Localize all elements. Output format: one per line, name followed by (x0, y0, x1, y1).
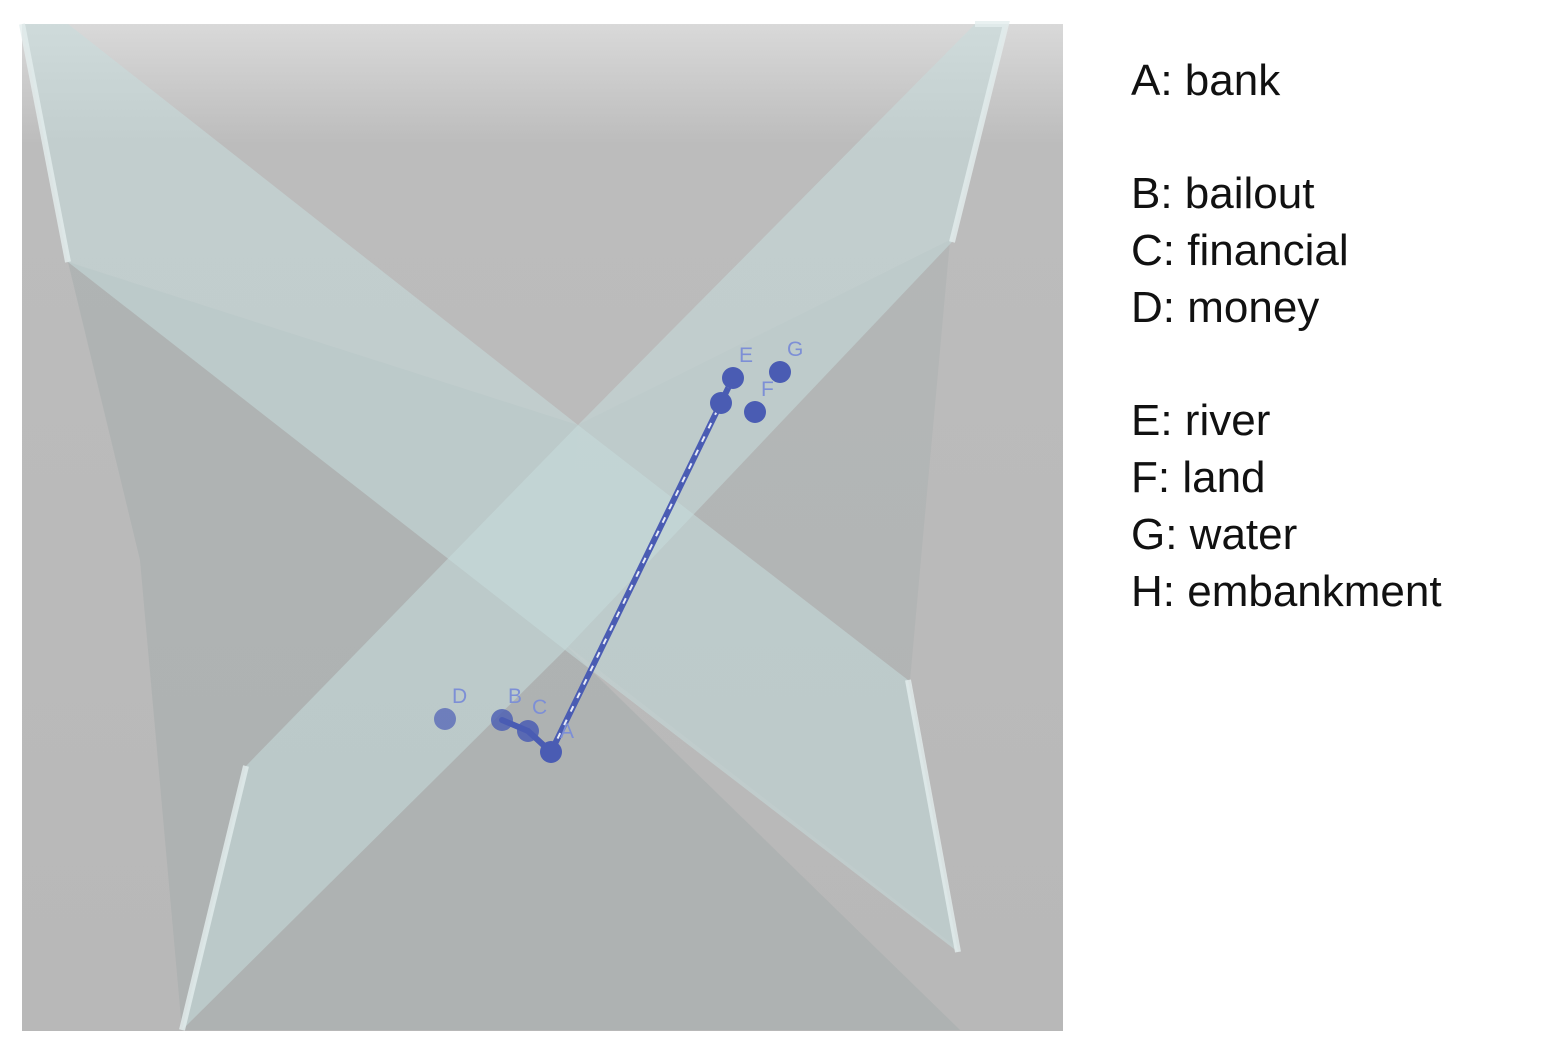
point-F[interactable]: F (744, 378, 774, 423)
svg-text:D: D (452, 685, 467, 708)
point-C[interactable]: C (517, 696, 547, 742)
plane-1 (22, 24, 958, 952)
legend-item-B: B: bailout (1131, 169, 1315, 218)
legend-item-H: H: embankment (1131, 567, 1442, 616)
svg-text:A: A (560, 720, 574, 743)
svg-text:F: F (761, 378, 774, 401)
point-A[interactable]: A (540, 720, 574, 763)
plane-2-edge-top (949, 21, 1010, 243)
legend-group-query: A: bank (1131, 52, 1551, 109)
plane-2-edge-bottom (179, 765, 249, 1031)
legend-item-G: G: water (1131, 510, 1298, 559)
svg-text:C: C (532, 696, 547, 719)
link-A-E-dash (550, 377, 734, 753)
legend-item-C: C: financial (1131, 226, 1349, 275)
svg-text:B: B (508, 685, 522, 708)
legend: A: bank B: bailout C: financial D: money… (1131, 52, 1551, 676)
point-D[interactable]: D (434, 685, 467, 730)
plane-1-edge-right (905, 679, 961, 953)
point-G[interactable]: G (769, 338, 803, 383)
legend-item-A: A: bank (1131, 56, 1281, 105)
legend-item-D: D: money (1131, 283, 1320, 332)
svg-text:G: G (787, 338, 803, 361)
point-B[interactable]: B (491, 685, 522, 731)
svg-text:E: E (739, 344, 753, 367)
point-H[interactable]: H (706, 376, 732, 414)
plane-2 (182, 24, 1006, 1030)
legend-group-finance: B: bailout C: financial D: money (1131, 165, 1551, 336)
svg-text:H: H (706, 376, 721, 399)
legend-item-E: E: river (1131, 396, 1271, 445)
legend-group-river: E: river F: land G: water H: embankment (1131, 392, 1551, 620)
plane-1-edge (19, 23, 71, 263)
point-E[interactable]: E (722, 344, 753, 389)
legend-item-F: F: land (1131, 453, 1266, 502)
